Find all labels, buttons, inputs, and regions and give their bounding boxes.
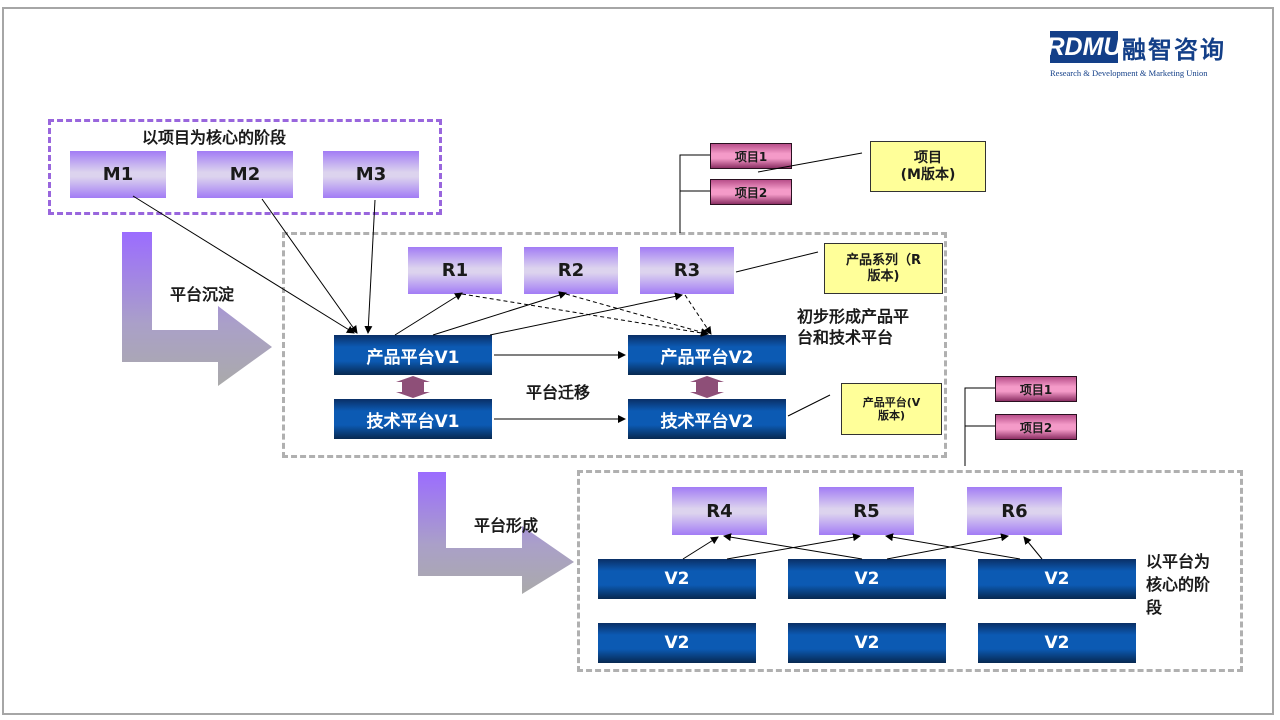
project-top-2[interactable]: 项目2 <box>710 179 792 205</box>
release-r3[interactable]: R3 <box>640 247 734 294</box>
project-note-line1: 项目 <box>914 149 942 166</box>
platform-note-line2: 版本) <box>877 409 906 422</box>
project-top-1[interactable]: 项目1 <box>710 143 792 169</box>
module-m3[interactable]: M3 <box>323 151 419 198</box>
stage3-caption-line3: 段 <box>1146 598 1163 617</box>
logo-mark: RDMU <box>1047 31 1122 63</box>
transition2-bent-arrow <box>418 472 574 594</box>
project-bottom-2[interactable]: 项目2 <box>995 414 1077 440</box>
product-tech-link-v1-icon <box>396 376 430 398</box>
release-r6[interactable]: R6 <box>967 487 1062 535</box>
module-m2[interactable]: M2 <box>197 151 293 198</box>
stage2-caption-line1: 初步形成产品平 <box>797 307 910 326</box>
release-r2[interactable]: R2 <box>524 247 618 294</box>
transition1-bent-arrow <box>122 232 272 386</box>
release-r4[interactable]: R4 <box>672 487 767 535</box>
stage2-container <box>282 232 947 458</box>
transition1-label: 平台沉淀 <box>170 285 235 304</box>
series-note: 产品系列（R 版本) <box>824 243 943 294</box>
platform-row2-a[interactable]: V2 <box>598 623 756 663</box>
product-platform-v1[interactable]: 产品平台V1 <box>334 335 492 375</box>
platform-note-line1: 产品平台(V <box>862 395 921 409</box>
stage3-caption-line1: 以平台为 <box>1146 552 1211 571</box>
platform-row2-c[interactable]: V2 <box>978 623 1136 663</box>
platform-note: 产品平台(V 版本) <box>841 383 942 435</box>
stage1-title: 以项目为核心的阶段 <box>142 128 287 147</box>
project-note: 项目 (M版本) <box>870 141 986 192</box>
tech-platform-v2[interactable]: 技术平台V2 <box>628 399 786 439</box>
release-r5[interactable]: R5 <box>819 487 914 535</box>
transition2-label: 平台形成 <box>474 516 539 535</box>
product-platform-v2[interactable]: 产品平台V2 <box>628 335 786 375</box>
platform-row2-b[interactable]: V2 <box>788 623 946 663</box>
stage2-caption-line2: 台和技术平台 <box>797 328 894 347</box>
project-note-line2: (M版本) <box>900 166 956 183</box>
stage3-caption-line2: 核心的阶 <box>1146 575 1211 594</box>
slide-frame <box>2 7 1274 715</box>
platform-row1-b[interactable]: V2 <box>788 559 946 599</box>
tech-platform-v1[interactable]: 技术平台V1 <box>334 399 492 439</box>
project-bottom-1[interactable]: 项目1 <box>995 376 1077 402</box>
stage3-container <box>577 470 1243 672</box>
series-note-line1: 产品系列（R <box>845 252 921 268</box>
release-r1[interactable]: R1 <box>408 247 502 294</box>
module-m1[interactable]: M1 <box>70 151 166 198</box>
platform-row1-a[interactable]: V2 <box>598 559 756 599</box>
logo-chinese-name: 融智咨询 <box>1122 35 1226 64</box>
platform-row1-c[interactable]: V2 <box>978 559 1136 599</box>
migration-label: 平台迁移 <box>526 383 591 402</box>
product-tech-link-v2-icon <box>690 376 724 398</box>
series-note-line2: 版本) <box>867 268 900 284</box>
logo-tagline: Research & Development & Marketing Union <box>1050 68 1208 78</box>
